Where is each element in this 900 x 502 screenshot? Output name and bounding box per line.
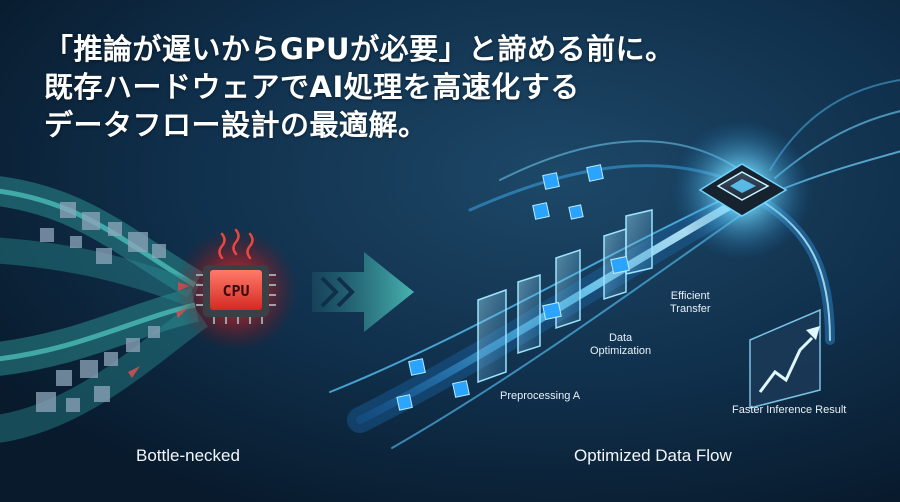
- headline-line-1: 「推論が遅いからGPUが必要」と諦める前に。: [44, 32, 675, 66]
- stage-panels: [477, 209, 653, 384]
- headline-line-2: 既存ハードウェアでAI処理を高速化する: [44, 70, 580, 104]
- label-data-optimization-line-1: Data: [608, 332, 633, 344]
- caption-bottle-necked: Bottle-necked: [136, 446, 240, 465]
- data-blocks-left: [36, 202, 166, 412]
- headline-line-3: データフロー設計の最適解。: [44, 108, 428, 142]
- label-preprocessing: Preprocessing A: [500, 390, 581, 402]
- processor-chip-icon: [698, 163, 788, 217]
- label-efficient-transfer: Efficient Transfer: [670, 290, 711, 316]
- cpu-chip-icon: CPU: [196, 265, 276, 324]
- label-efficient-transfer-line-2: Transfer: [670, 303, 711, 315]
- growth-chart-icon: [749, 308, 821, 409]
- cpu-label: CPU: [222, 282, 249, 300]
- data-cubes-right: [396, 164, 630, 411]
- label-faster-inference-result: Faster Inference Result: [732, 404, 847, 416]
- label-efficient-transfer-line-1: Efficient: [670, 290, 710, 302]
- headline: 「推論が遅いからGPUが必要」と諦める前に。 既存ハードウェアでAI処理を高速化…: [44, 30, 675, 144]
- right-arrow-icon: [312, 252, 414, 332]
- label-data-optimization: Data Optimization: [590, 332, 651, 358]
- caption-optimized-data-flow: Optimized Data Flow: [574, 446, 732, 465]
- label-data-optimization-line-2: Optimization: [590, 345, 652, 357]
- heat-waves-icon: [218, 228, 254, 260]
